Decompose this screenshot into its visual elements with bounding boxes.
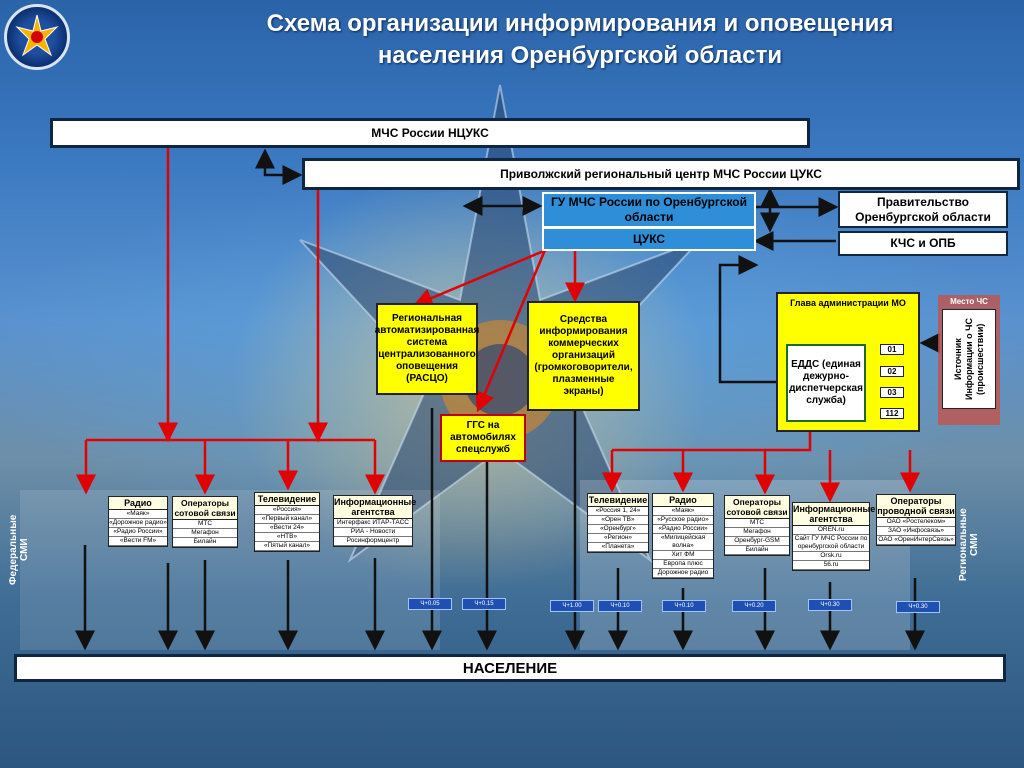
time-tag: Ч+0.20 bbox=[732, 600, 776, 612]
source-box: Источник Информации о ЧС (происшествии) bbox=[942, 309, 996, 409]
box-item: OREN.ru bbox=[793, 526, 869, 535]
box-item: «Россия 1, 24» bbox=[588, 507, 648, 516]
box-item: Билайн bbox=[173, 538, 237, 547]
kchs-box: КЧС и ОПБ bbox=[838, 231, 1008, 256]
box-item: Мегафон bbox=[725, 528, 789, 537]
time-tag: Ч+1.00 bbox=[550, 600, 594, 612]
box-item: Интерфакс ИТАР-ТАСС bbox=[334, 519, 412, 528]
box-title: Операторы проводной связи bbox=[877, 495, 955, 518]
box-item: «Радио России» bbox=[109, 528, 167, 537]
federal-agencies-box: Информационные агентства Интерфакс ИТАР-… bbox=[333, 495, 417, 547]
regional-media-label: Региональные СМИ bbox=[958, 508, 980, 582]
population-bar: НАСЕЛЕНИЕ bbox=[14, 654, 1006, 682]
box-title: Информационные агентства bbox=[334, 496, 417, 519]
box-item: МТС bbox=[173, 520, 237, 529]
box-item: «Россия» bbox=[255, 506, 319, 515]
time-tag: Ч+0.30 bbox=[896, 601, 940, 613]
head-mo-box: Глава администрации МО ЕДДС (единая дежу… bbox=[776, 292, 920, 432]
box-item: «Первый канал» bbox=[255, 515, 319, 524]
government-box: Правительство Оренбургской области bbox=[838, 191, 1008, 228]
regional-agencies-box: Информационные агентства OREN.ru Сайт ГУ… bbox=[792, 502, 876, 571]
privolzhsky-bar: Приволжский региональный центр МЧС Росси… bbox=[302, 158, 1020, 190]
place-chs-label: Место ЧС bbox=[950, 297, 988, 306]
box-item: Мегафон bbox=[173, 529, 237, 538]
regional-tv-box: Телевидение «Россия 1, 24» «Орен ТВ» «Ор… bbox=[587, 493, 649, 553]
box-item: ОАО «Ростелеком» bbox=[877, 518, 955, 527]
box-item: Европа плюс bbox=[653, 560, 713, 569]
federal-cellular-box: Операторы сотовой связи МТС Мегафон Била… bbox=[172, 496, 238, 548]
federal-tv-box: Телевидение «Россия» «Первый канал» «Вес… bbox=[254, 492, 320, 552]
time-tag: Ч+0.15 bbox=[462, 598, 506, 610]
edds-box: ЕДДС (единая дежурно-диспетчерская служб… bbox=[786, 344, 866, 422]
box-item: «НТВ» bbox=[255, 533, 319, 542]
number-02: 02 bbox=[880, 366, 904, 377]
page-title: Схема организации информирования и опове… bbox=[150, 8, 1010, 72]
box-title: Телевидение bbox=[255, 493, 319, 506]
box-item: Росинформцентр bbox=[334, 537, 412, 546]
regional-radio-box: Радио «Маяк» «Русское радио» «Радио Росс… bbox=[652, 493, 714, 579]
regional-wired-box: Операторы проводной связи ОАО «Ростелеко… bbox=[876, 494, 956, 546]
box-title: Операторы сотовой связи bbox=[173, 497, 237, 520]
mchs-logo bbox=[4, 4, 70, 70]
box-item: ОАО «ОренИнтерСвязь» bbox=[877, 536, 955, 545]
box-item: Билайн bbox=[725, 546, 789, 555]
box-item: Orsk.ru bbox=[793, 552, 869, 561]
box-title: Радио bbox=[653, 494, 713, 507]
number-01: 01 bbox=[880, 344, 904, 355]
box-item: Сайт ГУ МЧС России по оренбургской облас… bbox=[793, 535, 869, 552]
box-item: «Планета» bbox=[588, 543, 648, 552]
box-item: «Маяк» bbox=[109, 510, 167, 519]
box-title: Радио bbox=[109, 497, 167, 510]
time-tag: Ч+0.30 bbox=[808, 599, 852, 611]
box-item: «Маяк» bbox=[653, 507, 713, 516]
place-chs-panel: Место ЧС Источник Информации о ЧС (проис… bbox=[938, 295, 1000, 425]
box-item: МТС bbox=[725, 519, 789, 528]
title-line-2: населения Оренбургской области bbox=[377, 42, 783, 69]
time-tag: Ч+0.10 bbox=[598, 600, 642, 612]
title-line-1: Схема организации информирования и опове… bbox=[266, 10, 894, 37]
federal-media-label: Федеральные СМИ bbox=[8, 514, 30, 586]
source-label: Источник Информации о ЧС (происшествии) bbox=[952, 318, 985, 401]
box-item: Хит ФМ bbox=[653, 551, 713, 560]
box-item: «Вести FM» bbox=[109, 537, 167, 546]
regional-cellular-box: Операторы сотовой связи МТС Мегафон Орен… bbox=[724, 495, 790, 556]
time-tag: Ч+0.10 bbox=[662, 600, 706, 612]
number-112: 112 bbox=[880, 408, 904, 419]
box-title: Телевидение bbox=[588, 494, 648, 507]
rasco-box: Региональная автоматизированная система … bbox=[375, 303, 479, 395]
box-item: ЗАО «Инфосвязь» bbox=[877, 527, 955, 536]
box-title: Информационные агентства bbox=[793, 503, 876, 526]
box-item: Дорожное радио bbox=[653, 569, 713, 578]
box-item: «Оренбург» bbox=[588, 525, 648, 534]
box-item: «Милицейская волна» bbox=[653, 534, 713, 551]
box-item: Оренбург-GSM bbox=[725, 537, 789, 546]
box-item: 56.ru bbox=[793, 561, 869, 570]
box-item: РИА - Новости bbox=[334, 528, 412, 537]
federal-radio-box: Радио «Маяк» «Дорожное радио» «Радио Рос… bbox=[108, 496, 168, 547]
box-title: Операторы сотовой связи bbox=[725, 496, 789, 519]
gu-mchs-box: ГУ МЧС России по Оренбургской области bbox=[542, 192, 756, 228]
star-emblem-icon bbox=[15, 14, 59, 57]
box-item: «Русское радио» bbox=[653, 516, 713, 525]
box-item: «Вести 24» bbox=[255, 524, 319, 533]
box-item: «Пятый канал» bbox=[255, 542, 319, 551]
head-mo-label: Глава администрации МО bbox=[790, 298, 906, 308]
mchs-ntsuks-bar: МЧС России НЦУКС bbox=[50, 118, 810, 148]
tsuks-box: ЦУКС bbox=[542, 227, 756, 251]
box-item: «Орен ТВ» bbox=[588, 516, 648, 525]
number-03: 03 bbox=[880, 387, 904, 398]
box-item: «Радио России» bbox=[653, 525, 713, 534]
ggs-box: ГГС на автомобилях спецслужб bbox=[440, 414, 526, 462]
box-item: «Регион» bbox=[588, 534, 648, 543]
commercial-box: Средства информирования коммерческих орг… bbox=[527, 301, 640, 411]
time-tag: Ч+0.05 bbox=[408, 598, 452, 610]
box-item: «Дорожное радио» bbox=[109, 519, 167, 528]
